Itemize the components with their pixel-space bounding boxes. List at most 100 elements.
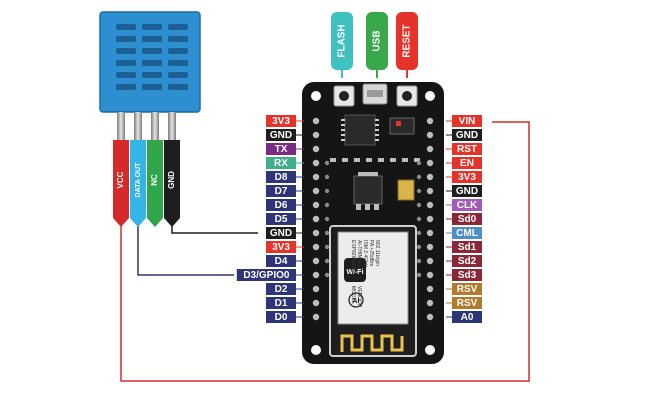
module-model-line: ESP8266MOD: [350, 240, 356, 273]
header-hole: [426, 117, 434, 125]
header-hole: [416, 244, 422, 250]
pin-label-box: [266, 241, 296, 253]
mount-hole: [311, 345, 321, 355]
pin-label-box: [266, 283, 296, 295]
pin-label-text: CML: [456, 228, 478, 239]
antenna-trace: [340, 334, 404, 352]
pin-label-text: GND: [270, 228, 292, 239]
left-pin-d3-gpio0-11: D3/GPIO0: [236, 269, 304, 281]
voltage-regulator: [353, 175, 383, 205]
module-mark-line: VENDOR: [356, 286, 362, 308]
right-pin-sd3-11: Sd3: [446, 269, 482, 281]
header-hole: [426, 257, 434, 265]
pin-label-box: [266, 297, 296, 309]
header-hole: [312, 117, 320, 125]
wires: [120, 121, 530, 382]
right-pin-rst-2: RST: [446, 143, 482, 155]
sensor-pin-sleeve: [130, 140, 146, 227]
pin-label-box: [452, 157, 482, 169]
board-label-text: USB: [372, 30, 383, 51]
pin-label-box: [452, 129, 482, 141]
board-label-reset: RESET: [396, 12, 418, 78]
pin-label-box: [452, 115, 482, 127]
board-label-text: FLASH: [337, 24, 348, 57]
vcc-wire: [120, 121, 530, 382]
header-hole: [312, 299, 320, 307]
left-pin-3v3-9: 3V3: [266, 241, 304, 253]
pin-label-text: Sd3: [458, 270, 477, 281]
pin-label-text: 3V3: [272, 242, 290, 253]
pin-label-box: [452, 241, 482, 253]
pin-label-text: D8: [275, 172, 288, 183]
board-label-flash: FLASH: [331, 12, 353, 78]
pin-label-text: D1: [275, 298, 288, 309]
board-buttons: FLASH USB RESET: [331, 12, 418, 78]
header-hole: [312, 145, 320, 153]
smd-component: [389, 117, 415, 135]
header-hole: [312, 187, 320, 195]
right-pin-en-3: EN: [446, 157, 482, 169]
left-pin-d1-13: D1: [266, 297, 304, 309]
header-hole: [426, 243, 434, 251]
header-hole: [312, 243, 320, 251]
pin-label-text: 3V3: [272, 116, 290, 127]
pin-label-box: [266, 255, 296, 267]
pin-label-box: [452, 227, 482, 239]
mount-hole: [425, 91, 435, 101]
right-pin-a0-14: A0: [446, 311, 482, 323]
pin-label-text: RSV: [457, 298, 478, 309]
pin-label-text: RX: [274, 158, 288, 169]
board-label-box: [366, 12, 388, 70]
left-pin-d8-4: D8: [266, 171, 304, 183]
module-model-line: 802.11b/g/n: [374, 240, 380, 266]
pin-label-box: [452, 171, 482, 183]
module-mark-line: MODEL: [350, 286, 356, 304]
pin-label-text: D6: [275, 200, 288, 211]
data-wire: [137, 225, 234, 276]
header-hole: [312, 313, 320, 321]
pin-label-text: VIN: [459, 116, 476, 127]
pin-label-box: [452, 143, 482, 155]
pin-label-box: [236, 269, 296, 281]
left-pin-tx-2: TX: [266, 143, 304, 155]
sensor-pin-vcc: VCC: [113, 140, 129, 227]
header-hole: [426, 313, 434, 321]
header-hole: [426, 173, 434, 181]
pin-label-text: A0: [461, 312, 474, 323]
header-hole: [416, 272, 422, 278]
pin-label-text: EN: [460, 158, 474, 169]
right-pin-clk-6: CLK: [446, 199, 482, 211]
pin-label-box: [266, 185, 296, 197]
board-label-box: [396, 12, 418, 70]
pin-label-text: D5: [275, 214, 288, 225]
header-hole: [426, 299, 434, 307]
gnd-wire: [171, 225, 258, 234]
pin-label-box: [452, 199, 482, 211]
header-hole: [416, 202, 422, 208]
header-hole: [312, 131, 320, 139]
dht-sensor-legs: [117, 112, 176, 144]
pin-label-text: Sd2: [458, 256, 477, 267]
header-hole: [426, 285, 434, 293]
pin-label-text: Sd1: [458, 242, 477, 253]
pin-label-box: [266, 213, 296, 225]
flash-button-cap: [339, 91, 349, 101]
header-hole: [416, 216, 422, 222]
header-hole: [312, 201, 320, 209]
left-pin-d7-5: D7: [266, 185, 304, 197]
pin-label-text: D4: [275, 256, 288, 267]
sensor-pin-label: NC: [150, 174, 159, 186]
right-pin-vin-0: VIN: [446, 115, 482, 127]
pin-label-text: TX: [275, 144, 288, 155]
header-hole: [312, 229, 320, 237]
sensor-pin-gnd: GND: [164, 140, 180, 227]
sensor-pin-label: VCC: [116, 171, 125, 188]
ai-logo: [348, 292, 364, 308]
mount-hole: [311, 91, 321, 101]
pin-label-box: [452, 213, 482, 225]
left-pin-gnd-1: GND: [266, 129, 304, 141]
sensor-pin-label: DATA OUT: [135, 162, 142, 198]
